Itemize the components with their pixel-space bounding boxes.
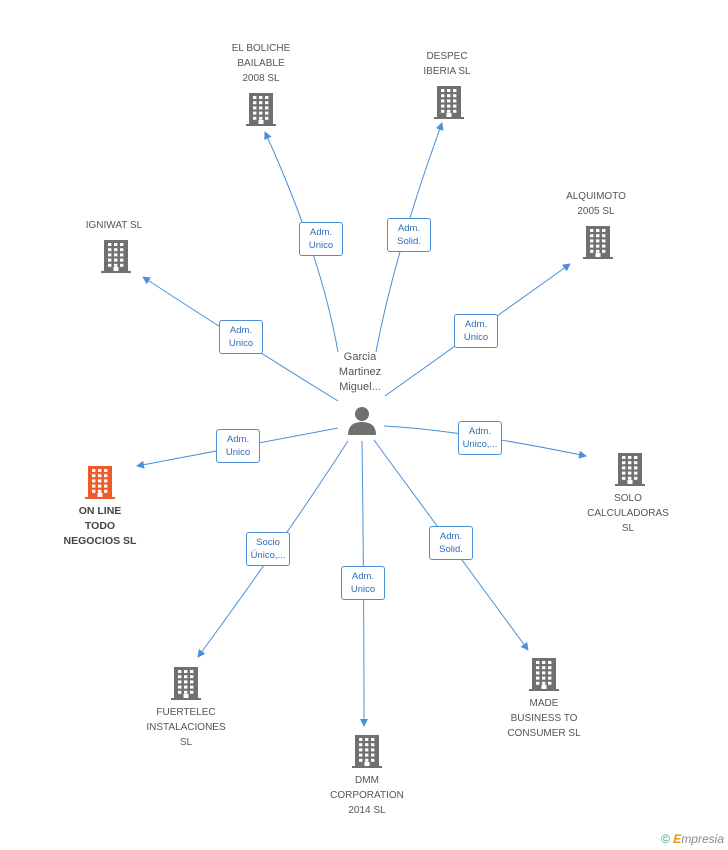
edge-label-el-boliche[interactable]: Adm. Unico [299, 222, 343, 256]
node-label-el-boliche[interactable]: EL BOLICHE BAILABLE 2008 SL [231, 43, 291, 84]
edge-label-fuertelec[interactable]: Socio Único,... [246, 532, 290, 566]
building-icon-made[interactable] [529, 658, 559, 691]
edge-label-despec[interactable]: Adm. Solid. [387, 218, 431, 252]
building-icon-dmm[interactable] [352, 735, 382, 768]
edge-label-dmm[interactable]: Adm. Unico [341, 566, 385, 600]
edge-label-solo-calc[interactable]: Adm. Unico,... [458, 421, 502, 455]
node-label-solo-calc[interactable]: SOLO CALCULADORAS SL [587, 493, 669, 534]
building-icon-igniwat[interactable] [101, 240, 131, 273]
node-label-alquimoto[interactable]: ALQUIMOTO 2005 SL [566, 191, 626, 217]
node-label-made[interactable]: MADE BUSINESS TO CONSUMER SL [507, 698, 581, 739]
edge-label-made[interactable]: Adm. Solid. [429, 526, 473, 560]
building-icon-on-line[interactable] [85, 466, 115, 499]
node-label-igniwat[interactable]: IGNIWAT SL [85, 220, 143, 231]
node-label-fuertelec[interactable]: FUERTELEC INSTALACIONES SL [146, 707, 226, 748]
building-icon-despec[interactable] [434, 86, 464, 119]
building-icon-solo-calc[interactable] [615, 453, 645, 486]
edge-label-alquimoto[interactable]: Adm. Unico [454, 314, 498, 348]
node-label-dmm[interactable]: DMM CORPORATION 2014 SL [330, 775, 404, 816]
edge-label-on-line[interactable]: Adm. Unico [216, 429, 260, 463]
node-label-on-line[interactable]: ON LINE TODO NEGOCIOS SL [63, 505, 137, 547]
copyright-symbol: © [661, 832, 670, 846]
building-icon-fuertelec[interactable] [171, 667, 201, 700]
brand-name: mpresia [681, 832, 724, 846]
building-icon-el-boliche[interactable] [246, 93, 276, 126]
building-icon-alquimoto[interactable] [583, 226, 613, 259]
empresia-watermark: © Empresia [661, 832, 724, 846]
edge-label-igniwat[interactable]: Adm. Unico [219, 320, 263, 354]
brand-letter: E [673, 832, 682, 846]
center-person-label[interactable]: Garcia Martinez Miguel... [338, 351, 382, 393]
node-label-despec[interactable]: DESPEC IBERIA SL [423, 51, 471, 77]
